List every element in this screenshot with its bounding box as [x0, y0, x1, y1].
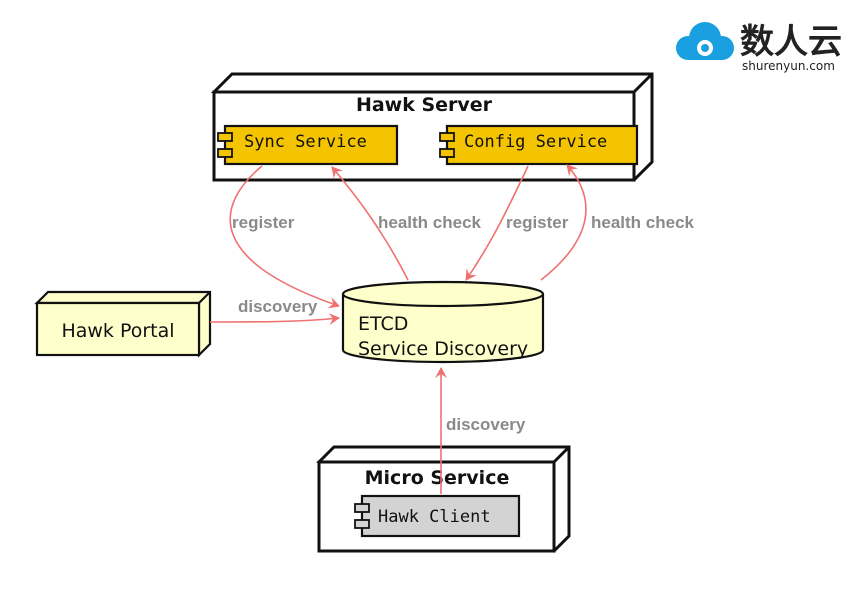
hawk-portal-label: Hawk Portal [61, 320, 174, 342]
sync-service-component: Sync Service [217, 124, 399, 166]
logo: 数人云 shurenyun.com [676, 22, 842, 73]
sync-service-label: Sync Service [244, 132, 367, 152]
etcd-title: ETCD [358, 313, 408, 335]
etcd-subtitle: Service Discovery [358, 338, 528, 360]
portal-discovery-edge [209, 313, 340, 325]
logo-name: 数人云 [740, 22, 842, 62]
config-service-label: Config Service [464, 132, 607, 152]
config-register-edge [465, 165, 529, 281]
sync-register-label: register [232, 213, 295, 232]
hawk-client-label: Hawk Client [378, 507, 491, 527]
etcd-database: ETCD Service Discovery [341, 280, 545, 364]
config-register-label: register [506, 213, 569, 232]
hawk-server-title: Hawk Server [356, 94, 493, 116]
hawk-client-component: Hawk Client [354, 494, 521, 538]
cloud-logo-icon [676, 22, 734, 60]
sync-health-check-label: health check [378, 213, 482, 232]
hawk-server-node: Hawk Server Sync Service Config Service [210, 72, 654, 182]
micro-service-title: Micro Service [365, 467, 510, 489]
config-health-check-label: health check [591, 213, 695, 232]
portal-discovery-label: discovery [238, 297, 318, 316]
hawk-portal-node: Hawk Portal [34, 290, 212, 358]
config-service-component: Config Service [439, 124, 639, 166]
config-health-check-edge [540, 164, 587, 281]
logo-domain: shurenyun.com [742, 59, 835, 73]
sync-health-check-edge [331, 166, 409, 281]
micro-service-node: Micro Service Hawk Client [316, 445, 571, 553]
sync-register-edge [229, 165, 340, 309]
client-discovery-label: discovery [446, 415, 526, 434]
